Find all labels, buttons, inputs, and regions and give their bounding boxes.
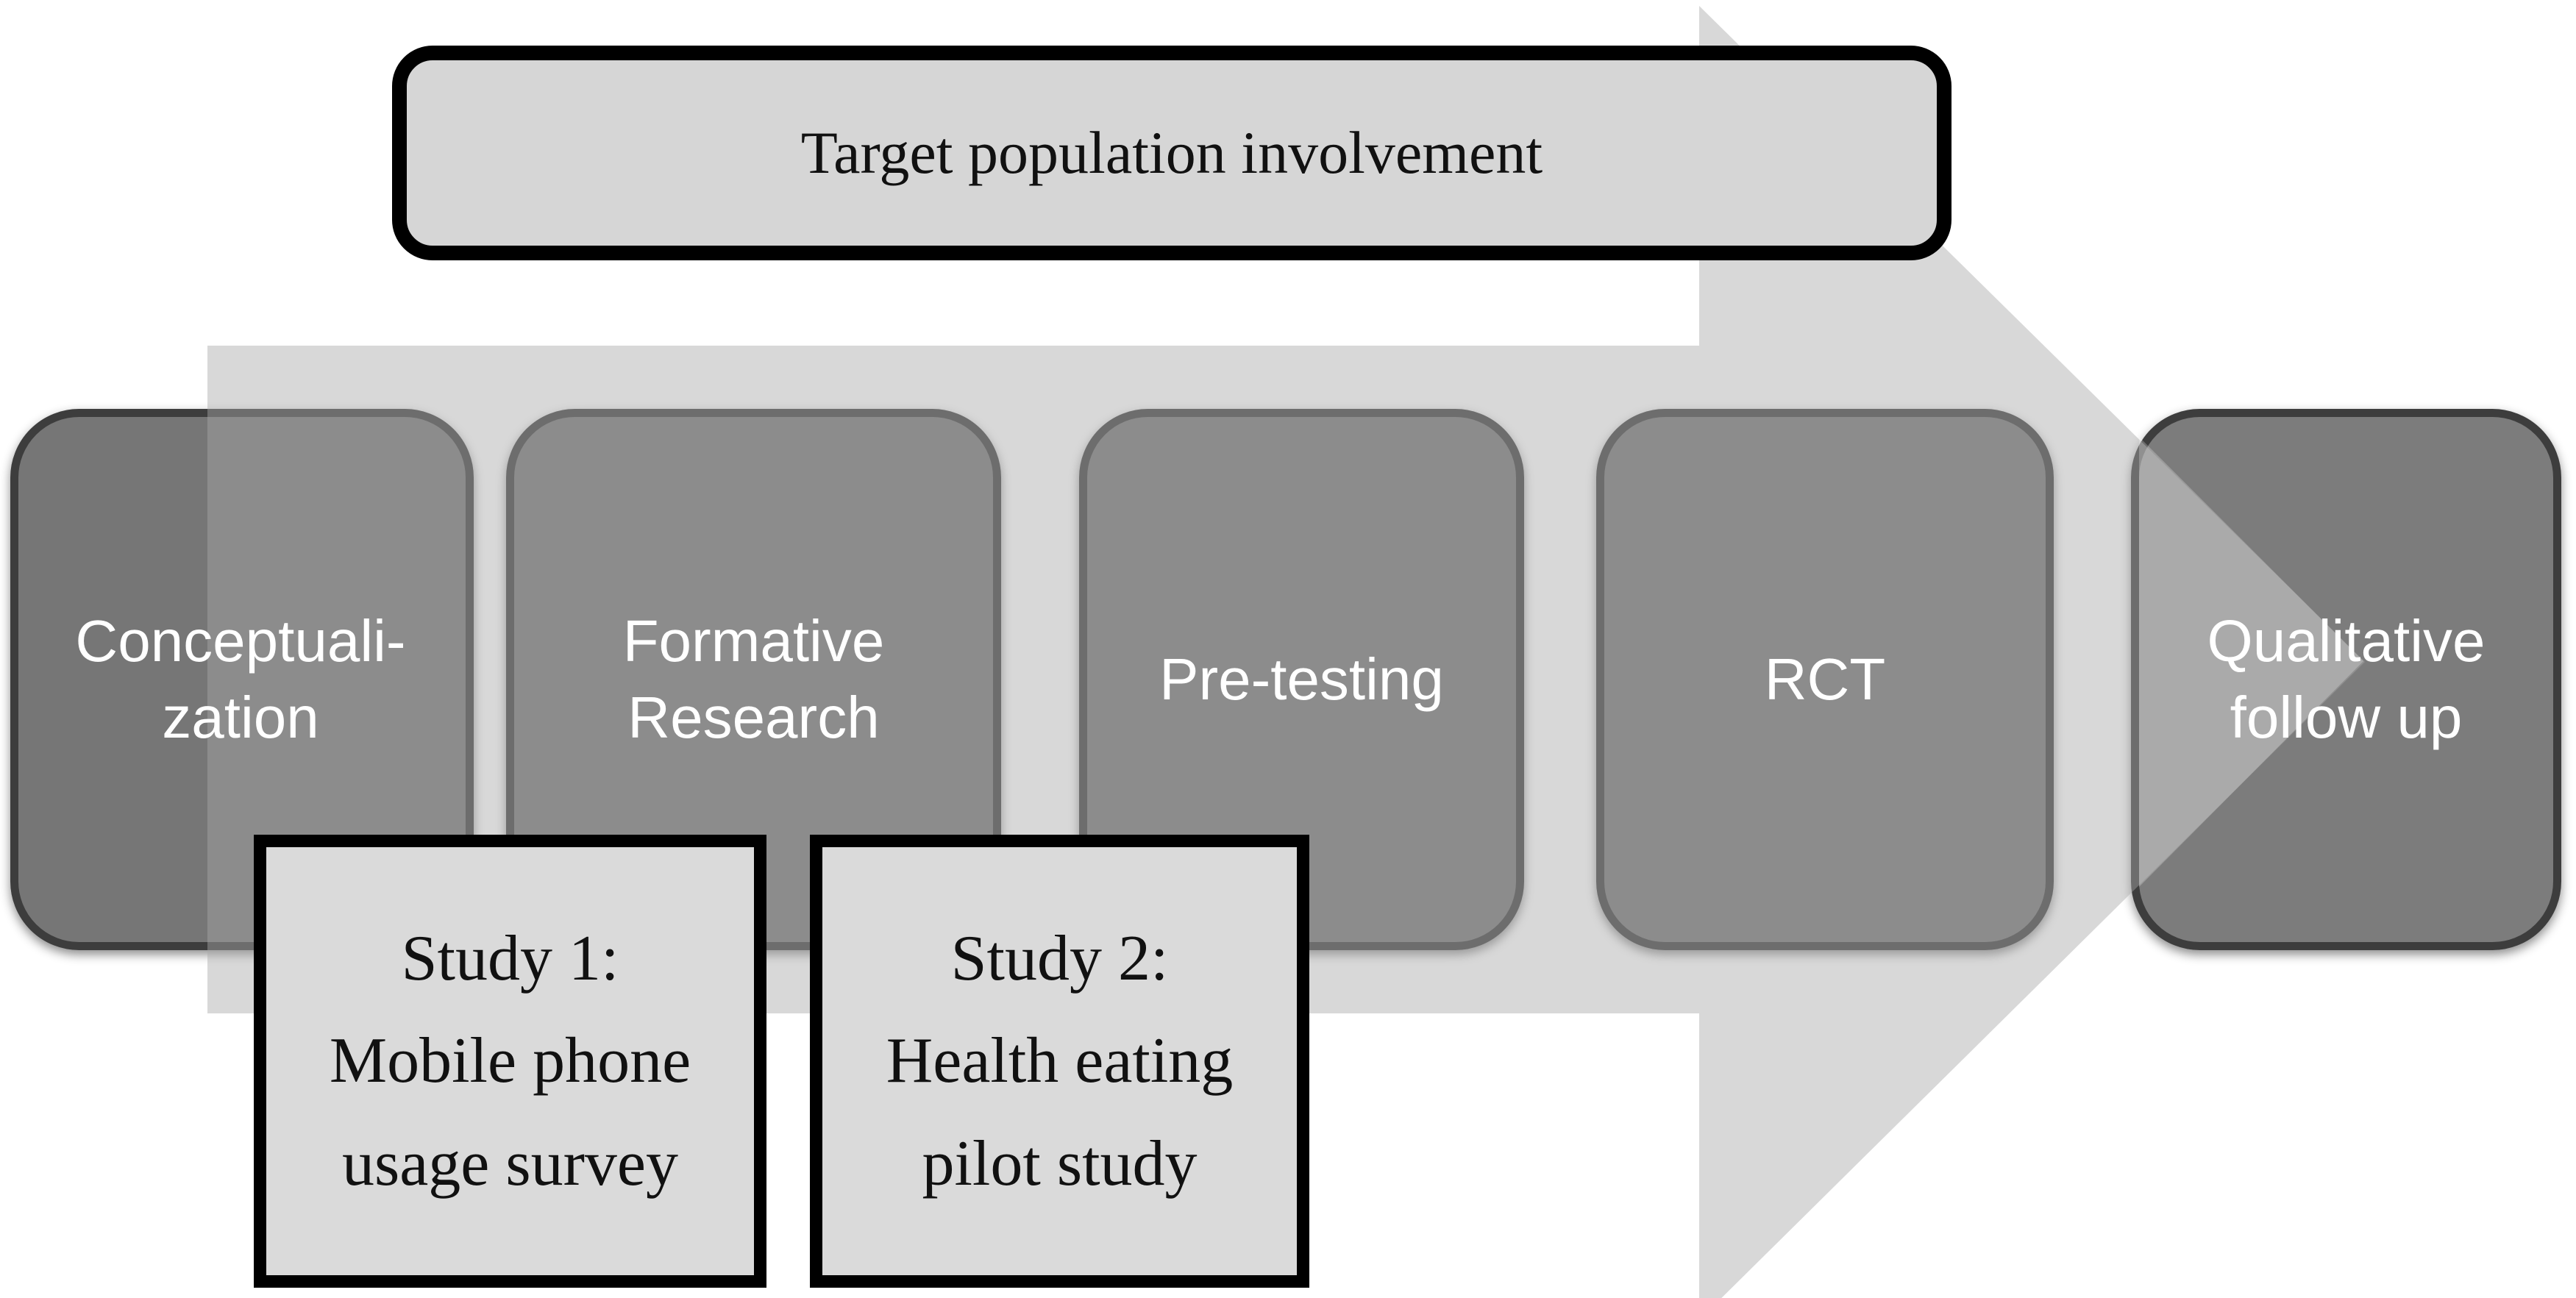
banner-box-target-population [392,46,1951,260]
study-box-1 [254,835,766,1288]
stage-box-qualitative-follow-up [2131,409,2561,950]
study-box-2 [810,835,1309,1288]
arrow-tip-highlight [2139,437,2363,887]
stage-box-conceptualization [10,409,474,950]
stage-box-rct [1596,409,2054,950]
